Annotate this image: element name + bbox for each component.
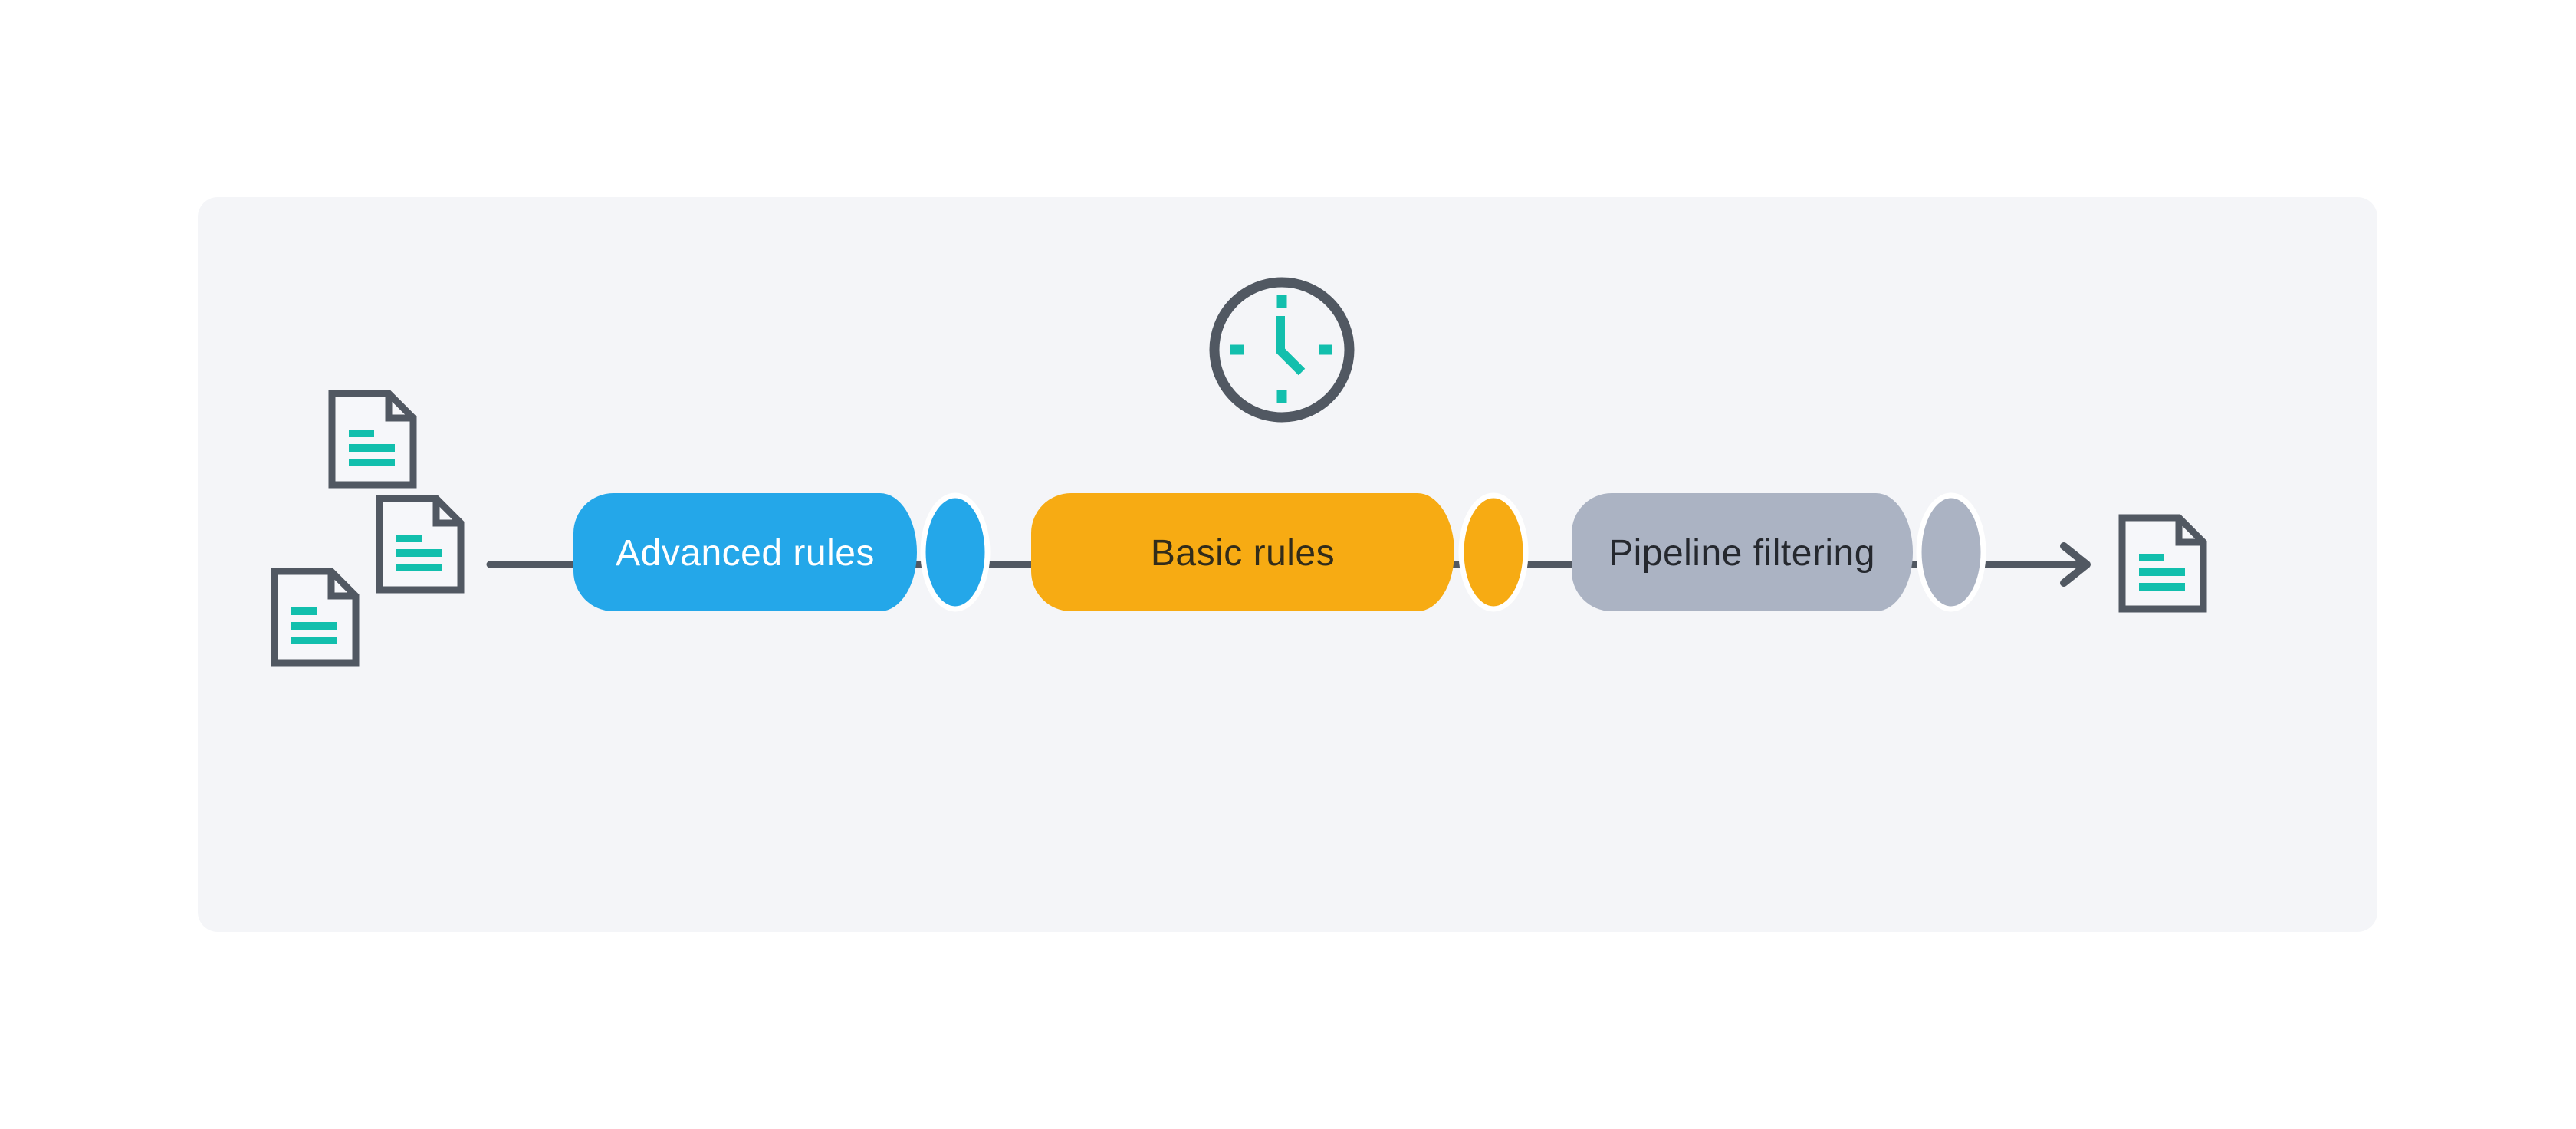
cylinder-cap-pipeline-filtering [1916,492,1986,612]
document-icon [328,390,417,489]
stage-label-basic-rules: Basic rules [1151,533,1335,574]
stage-label-advanced-rules: Advanced rules [616,533,875,574]
stage-label-pipeline-filtering: Pipeline filtering [1608,533,1875,574]
cylinder-cap-advanced-rules [920,492,991,612]
clock-hands [1276,316,1306,376]
arrow-right-icon [2060,542,2091,587]
document-icon [271,568,360,667]
document-icon [2118,514,2207,613]
document-icon [376,495,465,594]
stage-cylinder-advanced-rules [573,493,917,611]
stage-cylinder-basic-rules [1031,493,1454,611]
cylinder-cap-basic-rules [1458,492,1529,612]
clock-face [1209,277,1355,423]
stage-cylinder-pipeline-filtering [1572,493,1913,611]
clock-icon [1209,277,1355,423]
